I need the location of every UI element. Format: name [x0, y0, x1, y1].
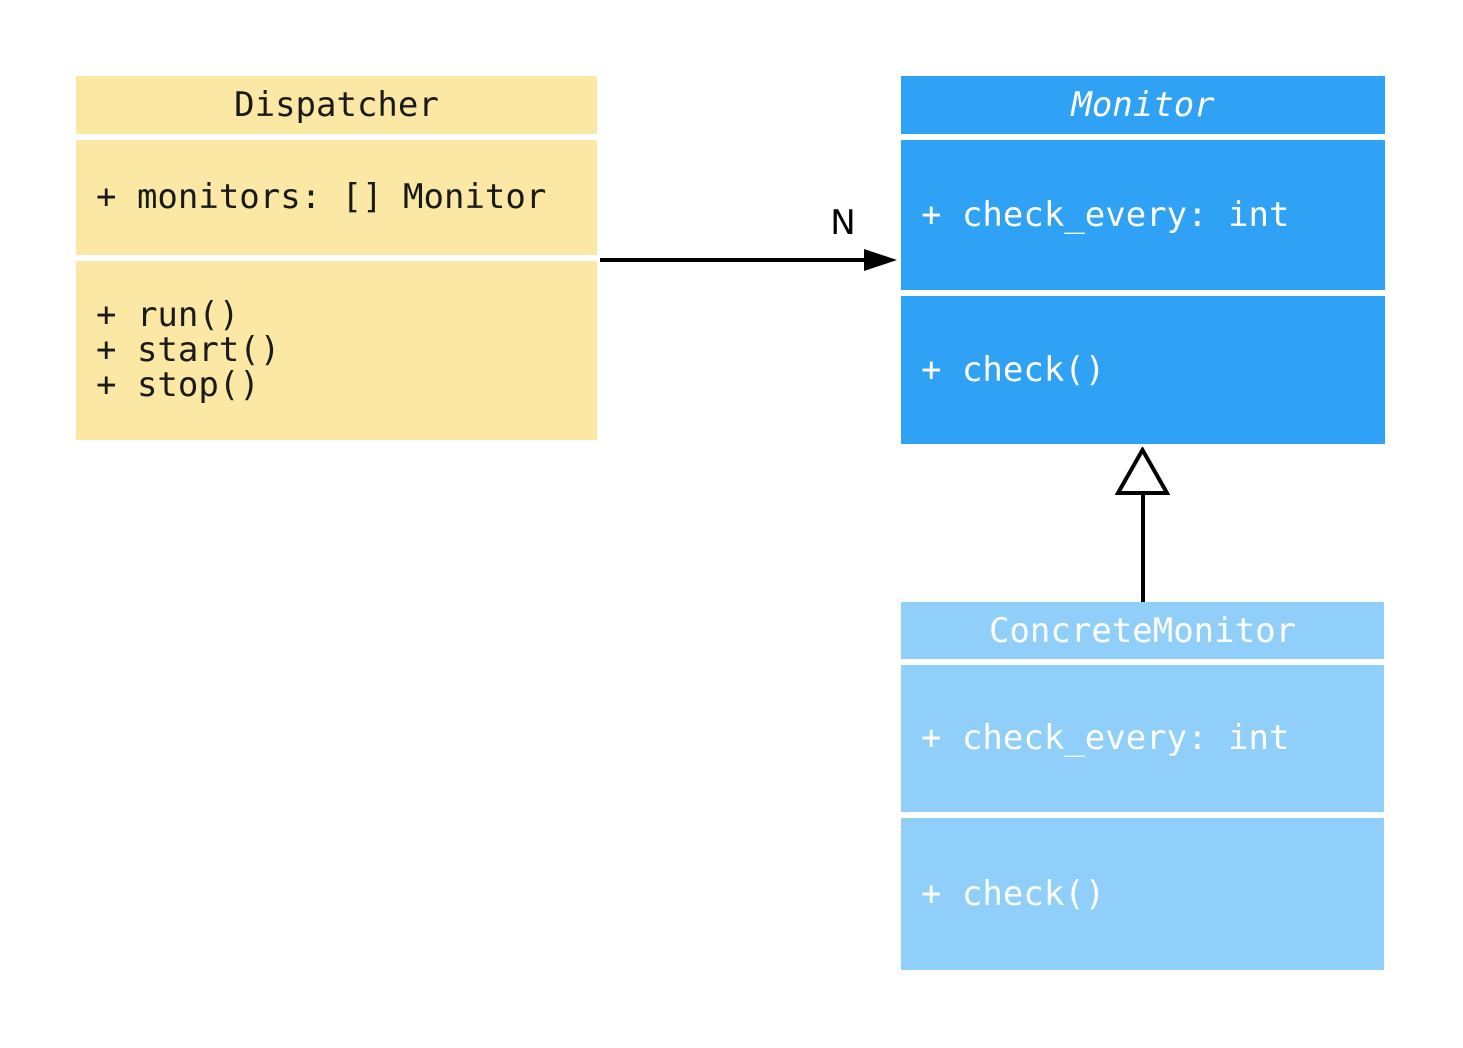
class-methods-section: + run() + start() + stop()	[76, 261, 597, 440]
method-item: + check()	[921, 873, 1106, 914]
attribute-item: + check_every: int	[921, 718, 1290, 758]
attribute-item: + check_every: int	[921, 194, 1290, 235]
class-title: Dispatcher	[76, 76, 597, 134]
class-methods-section: + check()	[901, 818, 1384, 970]
association-arrowhead	[864, 249, 897, 271]
method-item: + start()	[96, 330, 281, 370]
generalization-triangle	[1115, 447, 1170, 495]
association-line	[600, 258, 866, 262]
method-item: + run()	[96, 295, 240, 335]
class-title: Monitor	[901, 76, 1385, 134]
generalization-line	[1141, 491, 1145, 602]
class-attributes-section: + monitors: [] Monitor	[76, 140, 597, 255]
class-title: ConcreteMonitor	[901, 602, 1384, 659]
class-attributes-section: + check_every: int	[901, 140, 1385, 290]
class-methods-section: + check()	[901, 296, 1385, 444]
class-monitor: Monitor + check_every: int + check()	[901, 76, 1385, 444]
multiplicity-label: N	[830, 203, 856, 243]
class-dispatcher: Dispatcher + monitors: [] Monitor + run(…	[76, 76, 597, 440]
class-attributes-section: + check_every: int	[901, 665, 1384, 812]
attribute-item: + monitors: [] Monitor	[96, 177, 547, 217]
class-concrete-monitor: ConcreteMonitor + check_every: int + che…	[901, 602, 1384, 970]
method-item: + stop()	[96, 365, 260, 405]
method-item: + check()	[921, 349, 1106, 390]
